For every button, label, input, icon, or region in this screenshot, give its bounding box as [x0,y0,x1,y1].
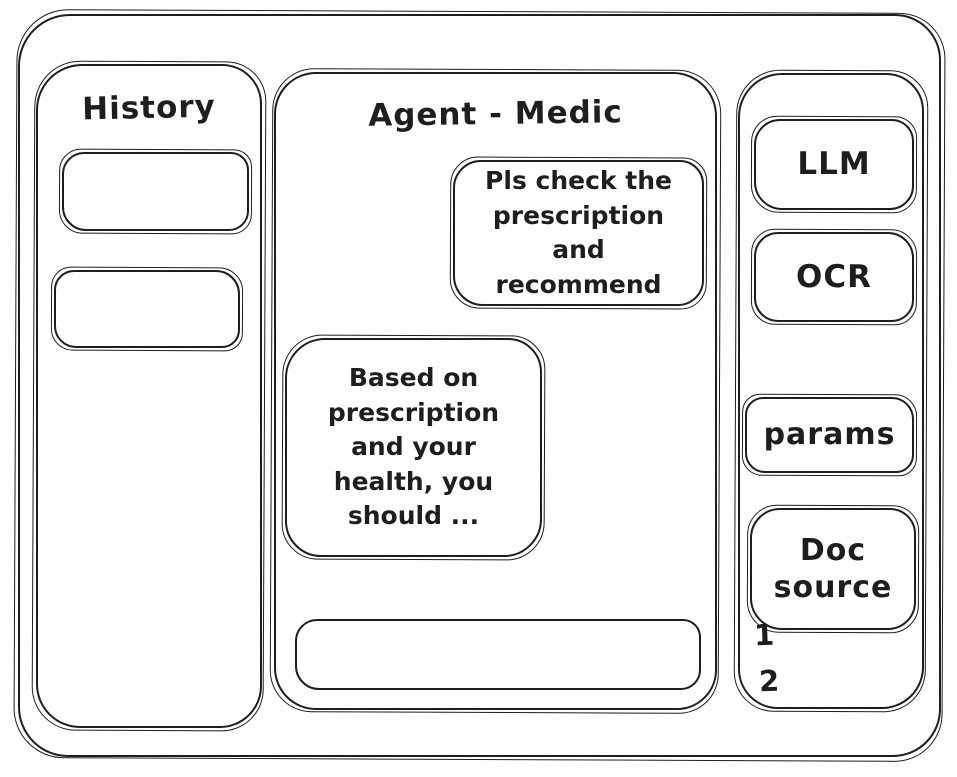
chat-panel: Agent - Medic Pls check the prescription… [274,72,717,710]
ocr-button[interactable]: OCR [754,232,914,322]
doc-source-item-1[interactable]: 1 [753,617,775,653]
params-button[interactable]: params [745,397,914,473]
params-button-label: params [763,417,896,453]
history-panel: History [36,64,262,728]
doc-source-button[interactable]: Doc source [750,508,916,630]
llm-button[interactable]: LLM [754,119,914,210]
doc-source-button-label: Doc source [773,532,893,606]
chat-message-assistant-text: Based on prescription and your health, y… [327,363,500,531]
chat-message-assistant: Based on prescription and your health, y… [285,338,542,557]
llm-button-label: LLM [797,146,871,183]
chat-panel-title: Agent - Medic [367,94,624,134]
history-item[interactable] [54,270,240,348]
ocr-button-label: OCR [796,258,872,295]
history-panel-title: History [81,88,217,128]
chat-message-user-text: Pls check the prescription and recommend [485,166,672,299]
tools-panel: LLM OCR params Doc source 1 2 [738,73,924,709]
history-item[interactable] [62,152,249,231]
chat-message-user: Pls check the prescription and recommend [453,160,704,306]
chat-input[interactable] [295,619,701,690]
doc-source-item-2[interactable]: 2 [758,663,780,699]
